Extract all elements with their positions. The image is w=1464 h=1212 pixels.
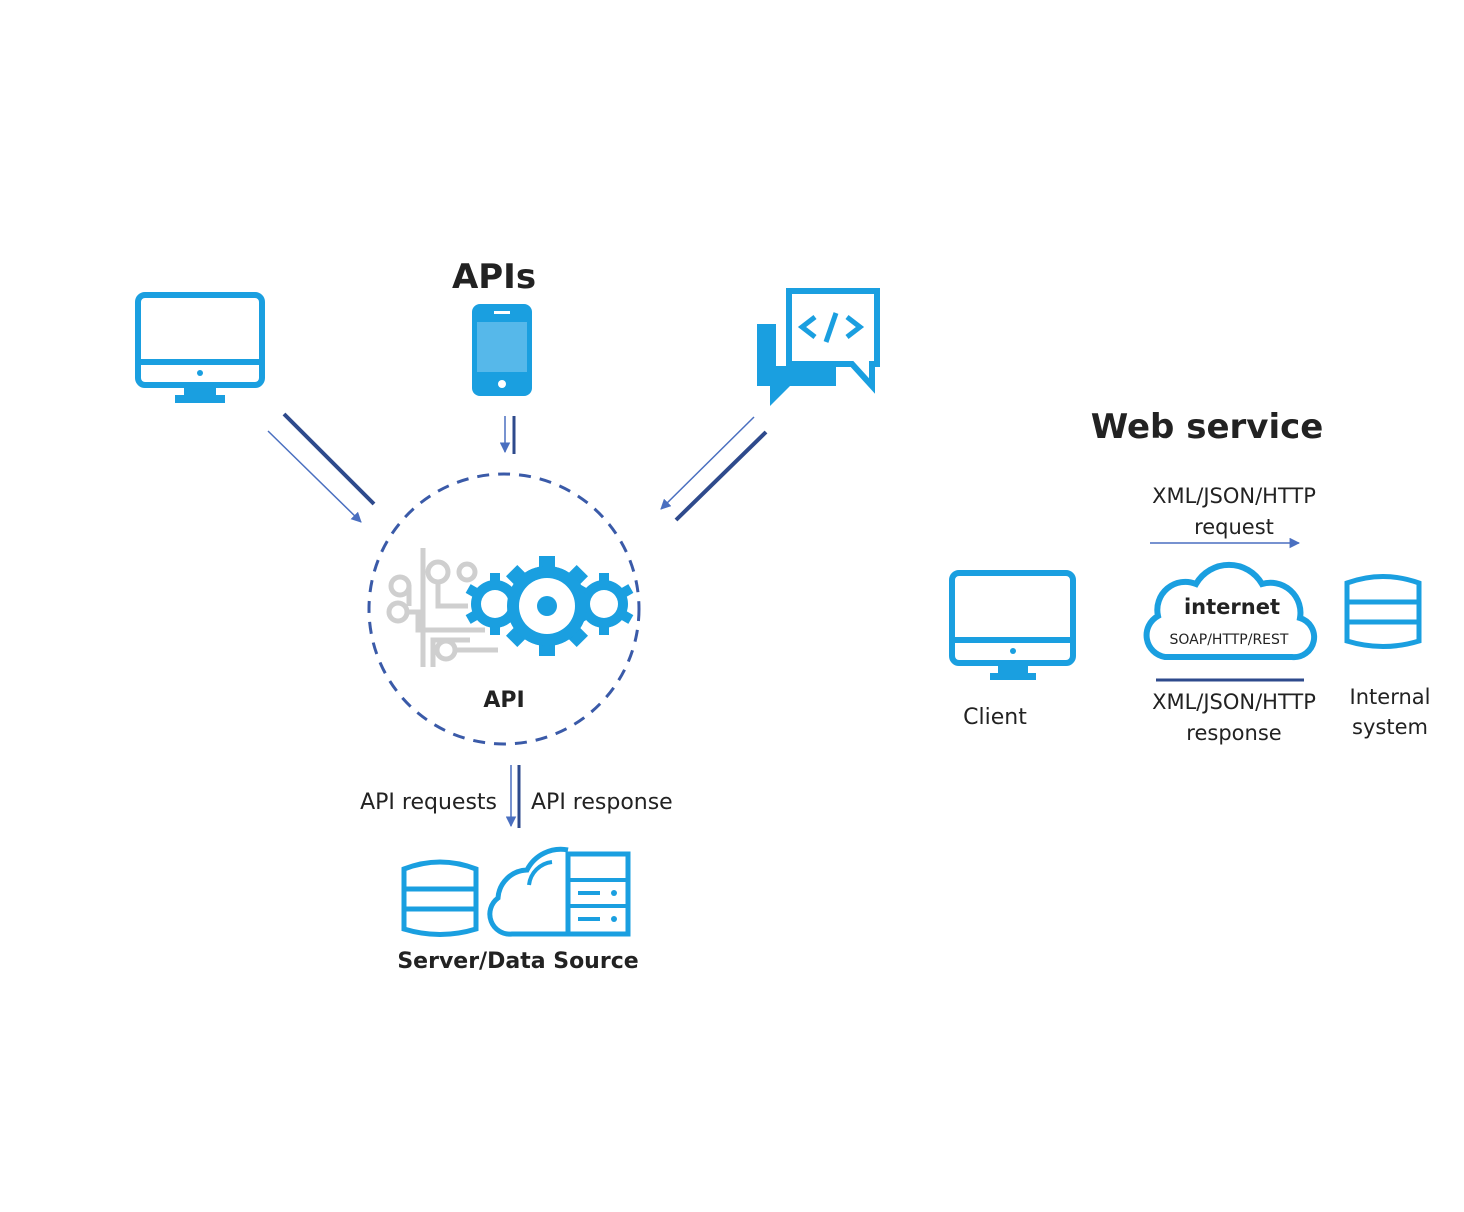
internet-label: internet bbox=[1184, 595, 1280, 619]
request-label-line1: XML/JSON/HTTP bbox=[1152, 484, 1316, 508]
server-data-source-label: Server/Data Source bbox=[397, 949, 638, 974]
monitor-arrow-pair bbox=[267, 412, 376, 523]
internal-label-line1: Internal bbox=[1350, 685, 1431, 709]
code-chat-icon bbox=[757, 288, 880, 406]
code-arrow-pair bbox=[660, 416, 768, 522]
gear-icon bbox=[465, 556, 634, 656]
circuit-icon bbox=[386, 548, 498, 667]
internal-label-line2: system bbox=[1352, 715, 1428, 739]
smartphone-icon bbox=[472, 304, 532, 396]
monitor-icon bbox=[135, 292, 265, 403]
api-hub-circle bbox=[367, 472, 641, 746]
server-arrow-pair bbox=[505, 765, 521, 828]
database-icon bbox=[401, 859, 479, 937]
response-label-line2: response bbox=[1186, 721, 1281, 745]
cloud-icon bbox=[1143, 561, 1318, 661]
api-hub-label: API bbox=[483, 688, 524, 713]
api-requests-label: API requests bbox=[360, 790, 497, 815]
cloud-server-icon bbox=[487, 846, 631, 937]
client-label: Client bbox=[963, 705, 1027, 730]
monitor-icon bbox=[949, 570, 1076, 680]
web-service-title: Web service bbox=[1091, 407, 1324, 447]
database-icon bbox=[1344, 574, 1422, 649]
response-label-line1: XML/JSON/HTTP bbox=[1152, 690, 1316, 714]
request-label-line2: request bbox=[1194, 515, 1274, 539]
phone-arrow-pair bbox=[499, 416, 516, 454]
apis-title: APIs bbox=[452, 257, 536, 297]
protocol-label: SOAP/HTTP/REST bbox=[1170, 632, 1289, 648]
api-response-label: API response bbox=[531, 790, 673, 815]
